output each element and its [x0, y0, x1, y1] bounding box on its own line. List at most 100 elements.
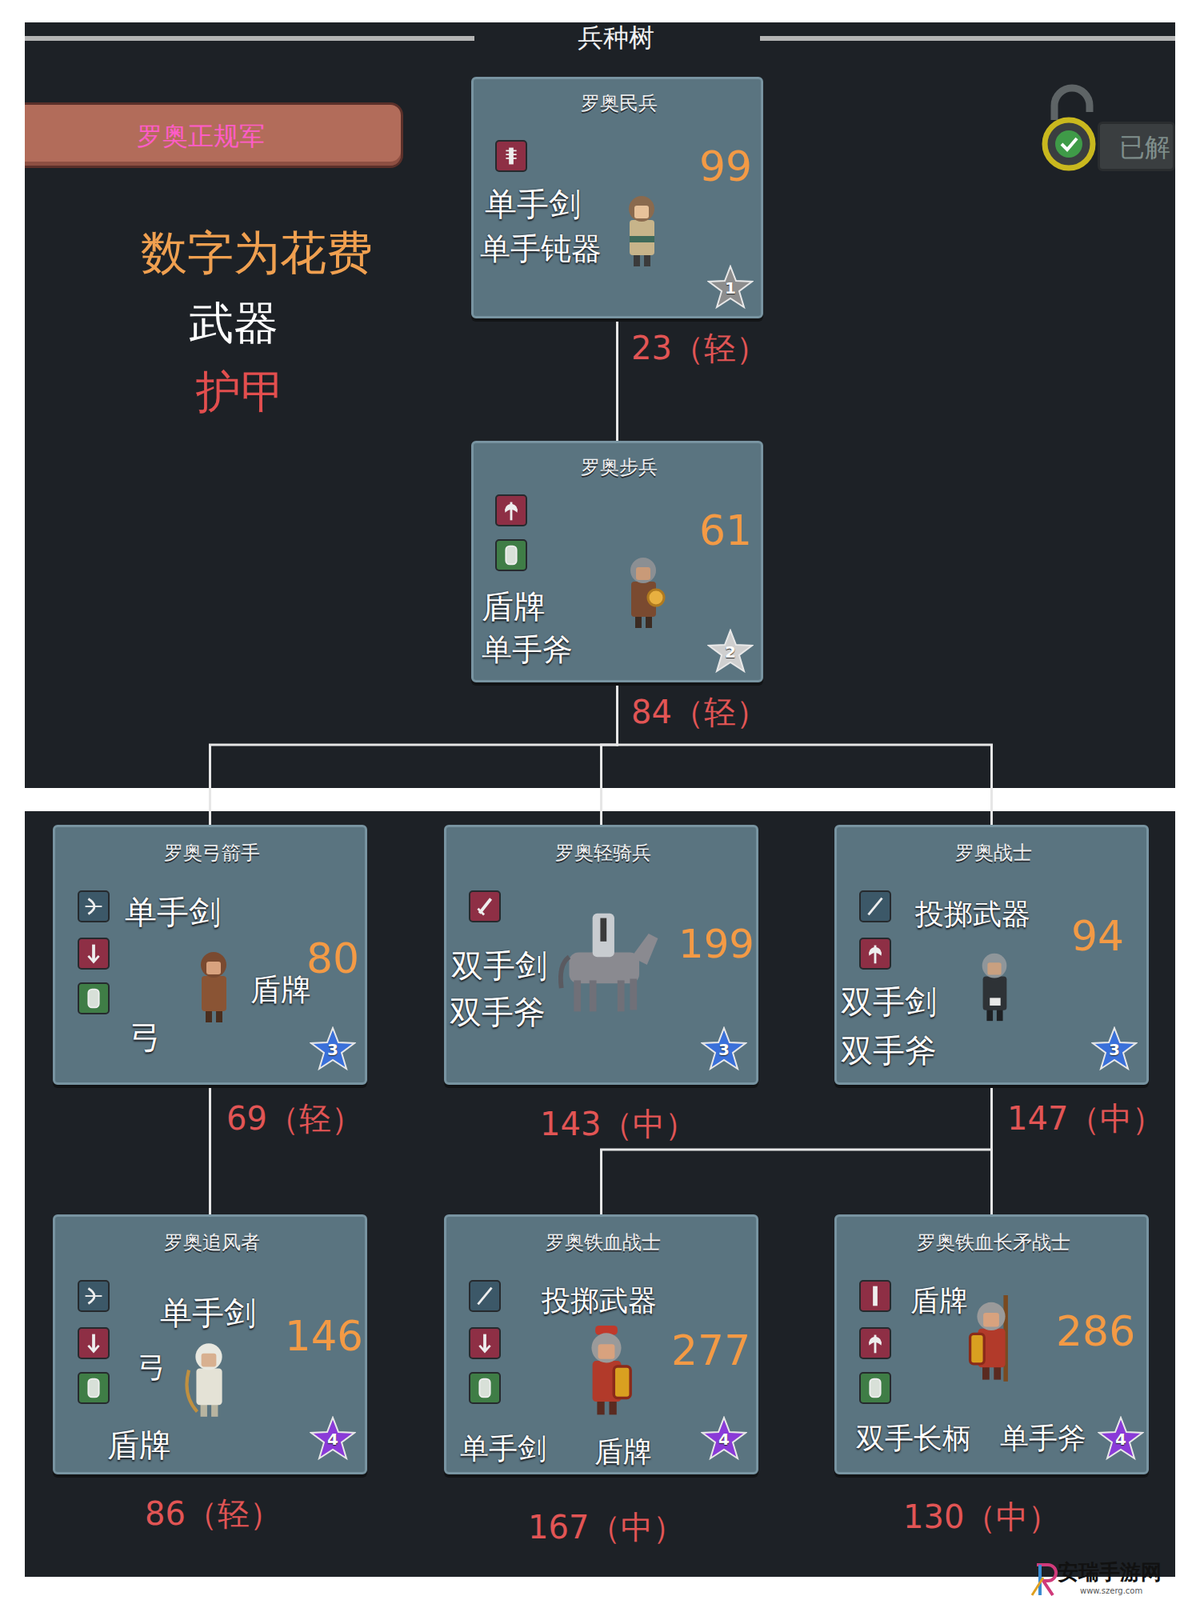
unit-name: 罗奥弓箭手	[58, 841, 365, 865]
header-rule	[24, 36, 475, 41]
unit-name: 罗奥追风者	[58, 1231, 365, 1255]
unit-card: 罗奥轻骑兵199双手剑双手斧3143（中）	[444, 824, 759, 1085]
cost-number: 61	[699, 505, 752, 556]
unit-sprite	[617, 189, 666, 270]
cost-number: 99	[699, 141, 752, 192]
weapon-label: 投掷武器	[915, 896, 1031, 932]
button-label: 已解	[1119, 132, 1171, 163]
watermark-url: www.szerg.com	[1080, 1586, 1143, 1596]
weapon-icon	[859, 1372, 892, 1404]
icon-glyph	[860, 1328, 890, 1358]
icon-glyph	[470, 1281, 500, 1311]
weapon-label: 单手剑	[124, 892, 221, 932]
armor-label: 84（轻）	[631, 692, 768, 732]
rank-number: 3	[700, 1040, 748, 1060]
legend-note: 数字为花费	[140, 225, 373, 282]
weapon-icon	[468, 1280, 501, 1312]
weapon-label: 单手剑	[160, 1293, 256, 1332]
rank-number: 4	[309, 1429, 356, 1449]
icon-glyph	[79, 939, 108, 968]
lock-icon	[1044, 88, 1093, 168]
weapon-icon	[859, 937, 892, 970]
tree-connector	[616, 318, 619, 441]
weapon-icon	[859, 890, 892, 923]
icon-glyph	[496, 540, 526, 570]
armor-label: 167（中）	[528, 1508, 685, 1547]
unit-sprite	[189, 945, 238, 1026]
cost-number: 94	[1071, 911, 1124, 961]
cost-number: 277	[671, 1325, 751, 1376]
armor-label: 143（中）	[540, 1104, 697, 1144]
tree-connector	[208, 1084, 212, 1215]
legend-note: 武器	[188, 296, 279, 350]
icon-glyph	[79, 1328, 108, 1358]
icon-glyph	[470, 1328, 500, 1358]
unit-card: 罗奥民兵99单手剑单手钝器123（轻）	[471, 76, 764, 319]
unit-name: 罗奥民兵	[476, 92, 761, 116]
cost-number: 80	[306, 933, 360, 984]
armor-label: 130（中）	[903, 1497, 1060, 1536]
screen-panel	[24, 811, 1176, 1577]
unit-name: 罗奥轻骑兵	[449, 841, 756, 865]
icon-glyph	[860, 939, 890, 968]
weapon-label: 单手钝器	[480, 231, 602, 268]
unit-name: 罗奥步兵	[476, 456, 761, 480]
unit-sprite	[183, 1336, 235, 1420]
weapon-icon	[859, 1327, 892, 1360]
icon-glyph	[860, 892, 890, 921]
weapon-icon	[859, 1280, 892, 1312]
weapon-label: 盾牌	[594, 1434, 652, 1469]
cost-number: 286	[1056, 1306, 1136, 1356]
weapon-icon	[77, 982, 110, 1015]
tree-connector	[601, 682, 618, 825]
weapon-label: 双手剑	[840, 982, 937, 1021]
watermark-logo	[1032, 1564, 1056, 1596]
armor-label: 23（轻）	[631, 328, 768, 368]
weapon-label: 双手斧	[449, 992, 546, 1032]
rank-number: 2	[707, 642, 754, 662]
armor-label: 86（轻）	[144, 1494, 282, 1533]
rank-number: 4	[700, 1429, 748, 1449]
weapon-label: 单手斧	[481, 632, 573, 669]
weapon-icon	[468, 1327, 501, 1360]
weapon-label: 盾牌	[107, 1425, 172, 1464]
icon-glyph	[860, 1373, 890, 1403]
cost-number: 199	[678, 920, 755, 969]
tree-connector	[617, 682, 992, 825]
unit-sprite	[619, 551, 668, 632]
legend-note: 护甲	[196, 364, 286, 419]
unit-card: 罗奥弓箭手单手剑80盾牌弓369（轻）	[52, 824, 368, 1085]
weapon-icon	[495, 494, 528, 527]
weapon-label: 单手斧	[1000, 1420, 1087, 1456]
icon-glyph	[79, 984, 108, 1013]
watermark: 安瑞手游网	[1057, 1560, 1162, 1585]
rank-number: 4	[1097, 1429, 1144, 1449]
unit-sprite	[578, 1325, 635, 1419]
unlocked-button: 已解	[1097, 121, 1176, 172]
unit-sprite	[553, 905, 671, 1023]
weapon-label: 单手剑	[484, 184, 581, 224]
weapon-label: 投掷武器	[541, 1283, 657, 1318]
icon-glyph	[496, 141, 526, 171]
faction-tab: 罗奥正规军	[24, 102, 404, 168]
weapon-icon	[495, 539, 528, 572]
unit-sprite	[964, 1263, 1018, 1416]
rank-number: 3	[1091, 1040, 1138, 1060]
rank-number: 3	[309, 1040, 356, 1060]
weapon-label: 弓	[137, 1349, 167, 1384]
icon-glyph	[79, 1373, 108, 1403]
weapon-label: 双手剑	[451, 946, 548, 985]
unit-card: 罗奥追风者单手剑146弓盾牌486（轻）	[52, 1214, 368, 1475]
icon-glyph	[496, 496, 526, 525]
weapon-label: 双手长柄	[856, 1420, 972, 1456]
tree-connector	[990, 1084, 993, 1215]
weapon-label: 弓	[129, 1017, 162, 1056]
weapon-icon	[495, 140, 528, 172]
unit-sprite	[971, 947, 1018, 1024]
tree-connector	[601, 1084, 992, 1215]
unit-card: 罗奥铁血战士投掷武器277单手剑盾牌4167（中）	[444, 1214, 759, 1475]
unit-name: 罗奥战士	[840, 841, 1147, 865]
screen-panel	[24, 22, 1176, 788]
weapon-label: 双手斧	[840, 1031, 937, 1070]
